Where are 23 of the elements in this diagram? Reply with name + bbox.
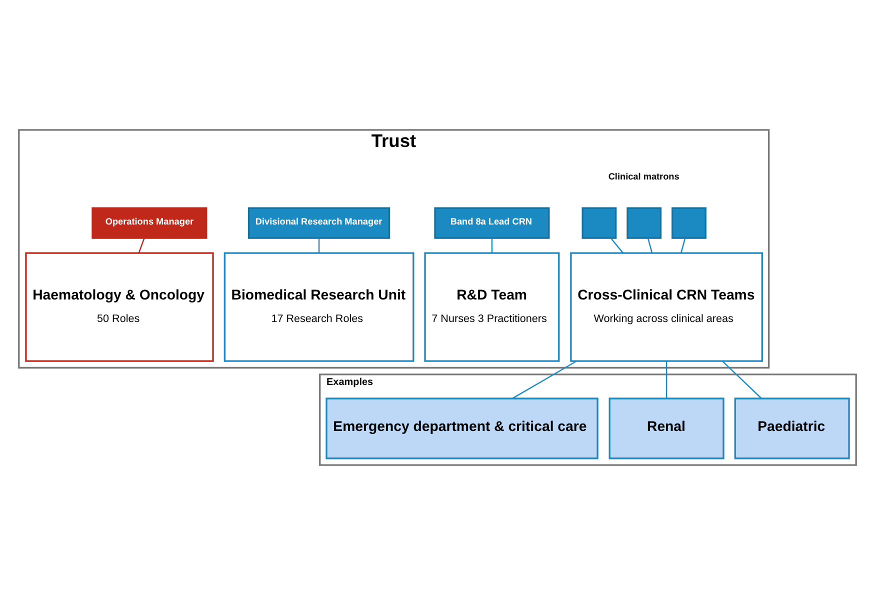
label: Clinical matrons xyxy=(608,171,680,182)
connector xyxy=(647,238,653,253)
node-box: Operations Manager xyxy=(92,206,208,238)
node-box xyxy=(582,206,617,238)
node-box xyxy=(672,206,706,238)
node-box: Divisional Research Manager xyxy=(248,206,390,238)
node-box: Renal xyxy=(608,397,724,459)
node-box: Band 8a Lead CRN xyxy=(434,206,550,238)
node-box xyxy=(626,206,662,238)
node-box: Haematology & Oncology 50 Roles xyxy=(25,252,214,362)
connector xyxy=(512,360,577,398)
connector xyxy=(722,360,762,398)
connector xyxy=(491,238,493,252)
node-box: Emergency department & critical care xyxy=(326,397,598,459)
connector xyxy=(680,238,686,253)
node-box: Paediatric xyxy=(734,397,850,459)
connector xyxy=(666,360,668,398)
connector xyxy=(610,237,624,253)
connector xyxy=(318,238,320,252)
node-box: Biomedical Research Unit 17 Research Roles xyxy=(224,252,414,362)
node-box: Cross-Clinical CRN Teams Working across clinical areas xyxy=(570,252,763,362)
connector xyxy=(138,238,145,253)
node-box: R&D Team 7 Nurses 3 Practitioners xyxy=(424,252,560,362)
